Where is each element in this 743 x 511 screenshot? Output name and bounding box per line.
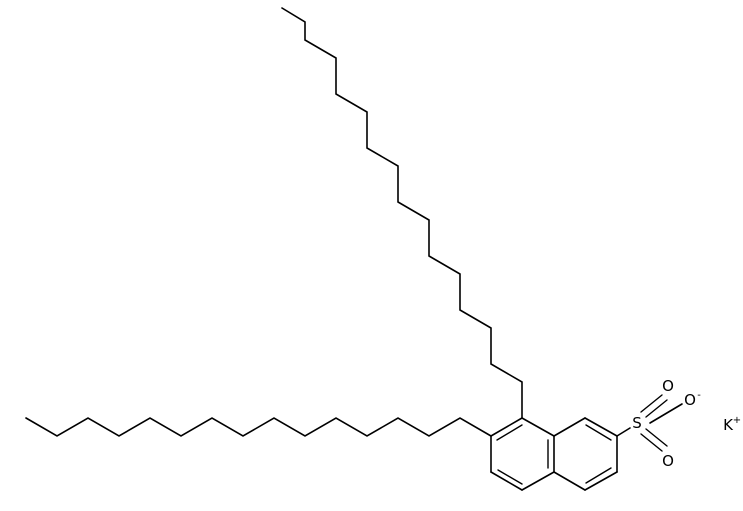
oxygen-bottom-label: O: [662, 452, 674, 470]
sulfonate-group: S O O O -: [616, 377, 701, 470]
naphthalene-ring-system: [490, 417, 618, 491]
bond-ringB-5: [553, 471, 586, 491]
bond-ringA-1: [490, 417, 523, 437]
oxygen-top-label: O: [662, 377, 674, 395]
potassium-charge: +: [733, 415, 741, 426]
bond-ringB-2: [584, 417, 618, 437]
bond-ringB-1: [553, 417, 586, 437]
double-bond-ringB-a: [585, 424, 612, 441]
double-bond-ringA-b: [497, 469, 523, 485]
double-bond-ringA-a: [496, 424, 523, 441]
bond-sulfur-oxygen-top-a: [640, 394, 663, 413]
potassium-counterion: K +: [723, 415, 741, 434]
bond-ringB-4: [584, 471, 618, 491]
sulfur-label: S: [632, 414, 642, 432]
bond-ringA-4: [521, 471, 555, 491]
potassium-label: K: [723, 416, 734, 434]
bond-ring-to-sulfur: [616, 427, 631, 437]
lower-alkyl-chain: [25, 417, 492, 437]
bond-ringA-6: [521, 417, 555, 437]
bond-sulfur-oxygen-bottom-a: [640, 433, 663, 452]
oxygen-anion-charge: -: [697, 390, 701, 401]
oxygen-anion-label: O: [684, 391, 696, 409]
double-bond-ringB-b: [585, 467, 612, 484]
upper-alkyl-chain: [281, 7, 523, 419]
bond-sulfur-oxygen-bottom-b: [645, 428, 668, 447]
bond-sulfur-oxygen-top-b: [645, 399, 668, 418]
bond-sulfur-oxygen-anion: [649, 403, 683, 424]
bond-ringA-3: [490, 471, 523, 491]
